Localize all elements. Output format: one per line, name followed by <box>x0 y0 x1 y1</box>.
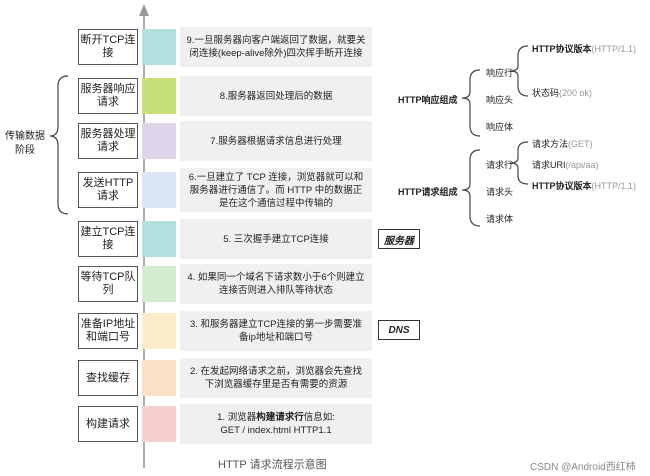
request-line: 请求行 <box>486 160 514 170</box>
request-version: HTTP协议版本(HTTP/1.1) <box>532 181 637 191</box>
stage-desc: 4. 如果同一个域名下请求数小于6个则建立连接否则进入排队等待状态 <box>180 264 372 304</box>
stage-build-request: 构建请求 <box>78 406 138 442</box>
response-line: 响应行 <box>486 68 514 78</box>
stage-desc: 3. 和服务器建立TCP连接的第一步需要准备ip地址和端口号 <box>180 311 372 351</box>
stage-desc: 5. 三次握手建立TCP连接 <box>180 219 372 259</box>
request-method: 请求方法(GET) <box>532 139 593 149</box>
request-body: 请求体 <box>486 214 514 224</box>
stage-swatch <box>142 172 176 208</box>
stage-swatch <box>142 266 176 302</box>
response-body: 响应体 <box>486 122 514 132</box>
stage-desc: 2. 在发起网络请求之前，浏览器会先查找下浏览器缓存里是否有需要的资源 <box>180 358 372 398</box>
server-tag: 服务器 <box>378 229 420 249</box>
stage-swatch <box>142 78 176 114</box>
stage-desc: 6.一旦建立了 TCP 连接，浏览器就可以和服务器进行通信了。而 HTTP 中的… <box>180 168 372 212</box>
stage-swatch <box>142 406 176 442</box>
response-header: 响应头 <box>486 95 514 105</box>
response-title: HTTP响应组成 <box>398 95 458 105</box>
request-title: HTTP请求组成 <box>398 187 458 197</box>
stage-desc: 1. 浏览器构建请求行信息如: GET / index.html HTTP1.1 <box>180 404 372 444</box>
stage-server-process: 服务器处理 请求 <box>78 123 138 159</box>
request-uri: 请求URI(/api/aa) <box>532 160 599 170</box>
stage-establish-tcp: 建立TCP连 接 <box>78 221 138 257</box>
diagram-caption: HTTP 请求流程示意图 <box>218 459 327 471</box>
stage-send-http: 发送HTTP 请求 <box>78 172 138 208</box>
stage-swatch <box>142 313 176 349</box>
stage-desc: 8.服务器返回处理后的数据 <box>180 76 372 116</box>
csdn-watermark: CSDN @Android西红柿 <box>530 462 636 473</box>
response-version: HTTP协议版本(HTTP/1.1) <box>532 44 637 54</box>
stage-close-tcp: 断开TCP连 接 <box>78 29 138 65</box>
stage-desc: 9.一旦服务器向客户端返回了数据，就要关闭连接(keep-alive除外)四次挥… <box>180 27 372 67</box>
stage-find-cache: 查找缓存 <box>78 360 138 396</box>
stage-wait-queue: 等待TCP队 列 <box>78 266 138 302</box>
dns-tag: DNS <box>378 320 420 340</box>
stage-prepare-ip: 准备IP地址 和端口号 <box>78 313 138 349</box>
stage-desc: 7.服务器根据请求信息进行处理 <box>180 121 372 161</box>
stage-swatch <box>142 221 176 257</box>
request-header: 请求头 <box>486 187 514 197</box>
stage-swatch <box>142 360 176 396</box>
phase-label: 传输数据阶段 <box>5 131 45 156</box>
stage-swatch <box>142 29 176 65</box>
response-status: 状态码(200 ok) <box>532 88 593 98</box>
stage-server-response: 服务器响应 请求 <box>78 78 138 114</box>
stage-swatch <box>142 123 176 159</box>
